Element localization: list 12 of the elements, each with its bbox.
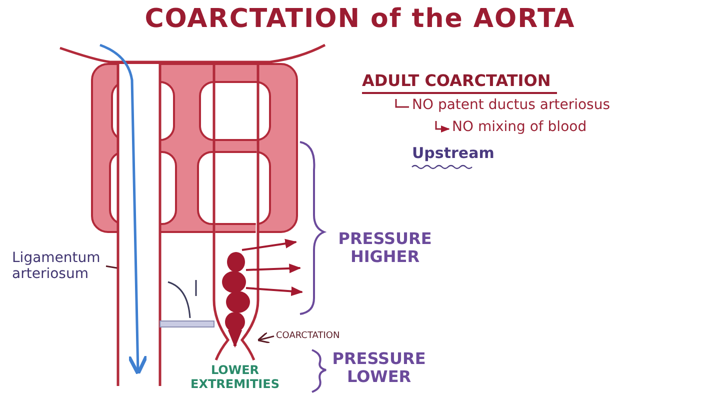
leader-line — [106, 265, 118, 269]
title: COARCTATION of the AORTA — [144, 4, 576, 34]
note: PRESSURE LOWER — [331, 350, 427, 387]
note: NO patent ductus arteriosus — [412, 97, 611, 114]
annotation-label: Ligamentum arteriosum — [12, 250, 104, 282]
note: NO mixing of blood — [452, 119, 588, 136]
annotation-label: COARCTATION — [276, 331, 366, 342]
note: LOWER EXTREMITIES — [190, 364, 280, 392]
arrow — [257, 332, 274, 344]
note: Upstream — [412, 145, 496, 162]
note: PRESSURE HIGHER — [337, 230, 433, 267]
heading: ADULT COARCTATION — [362, 72, 557, 94]
